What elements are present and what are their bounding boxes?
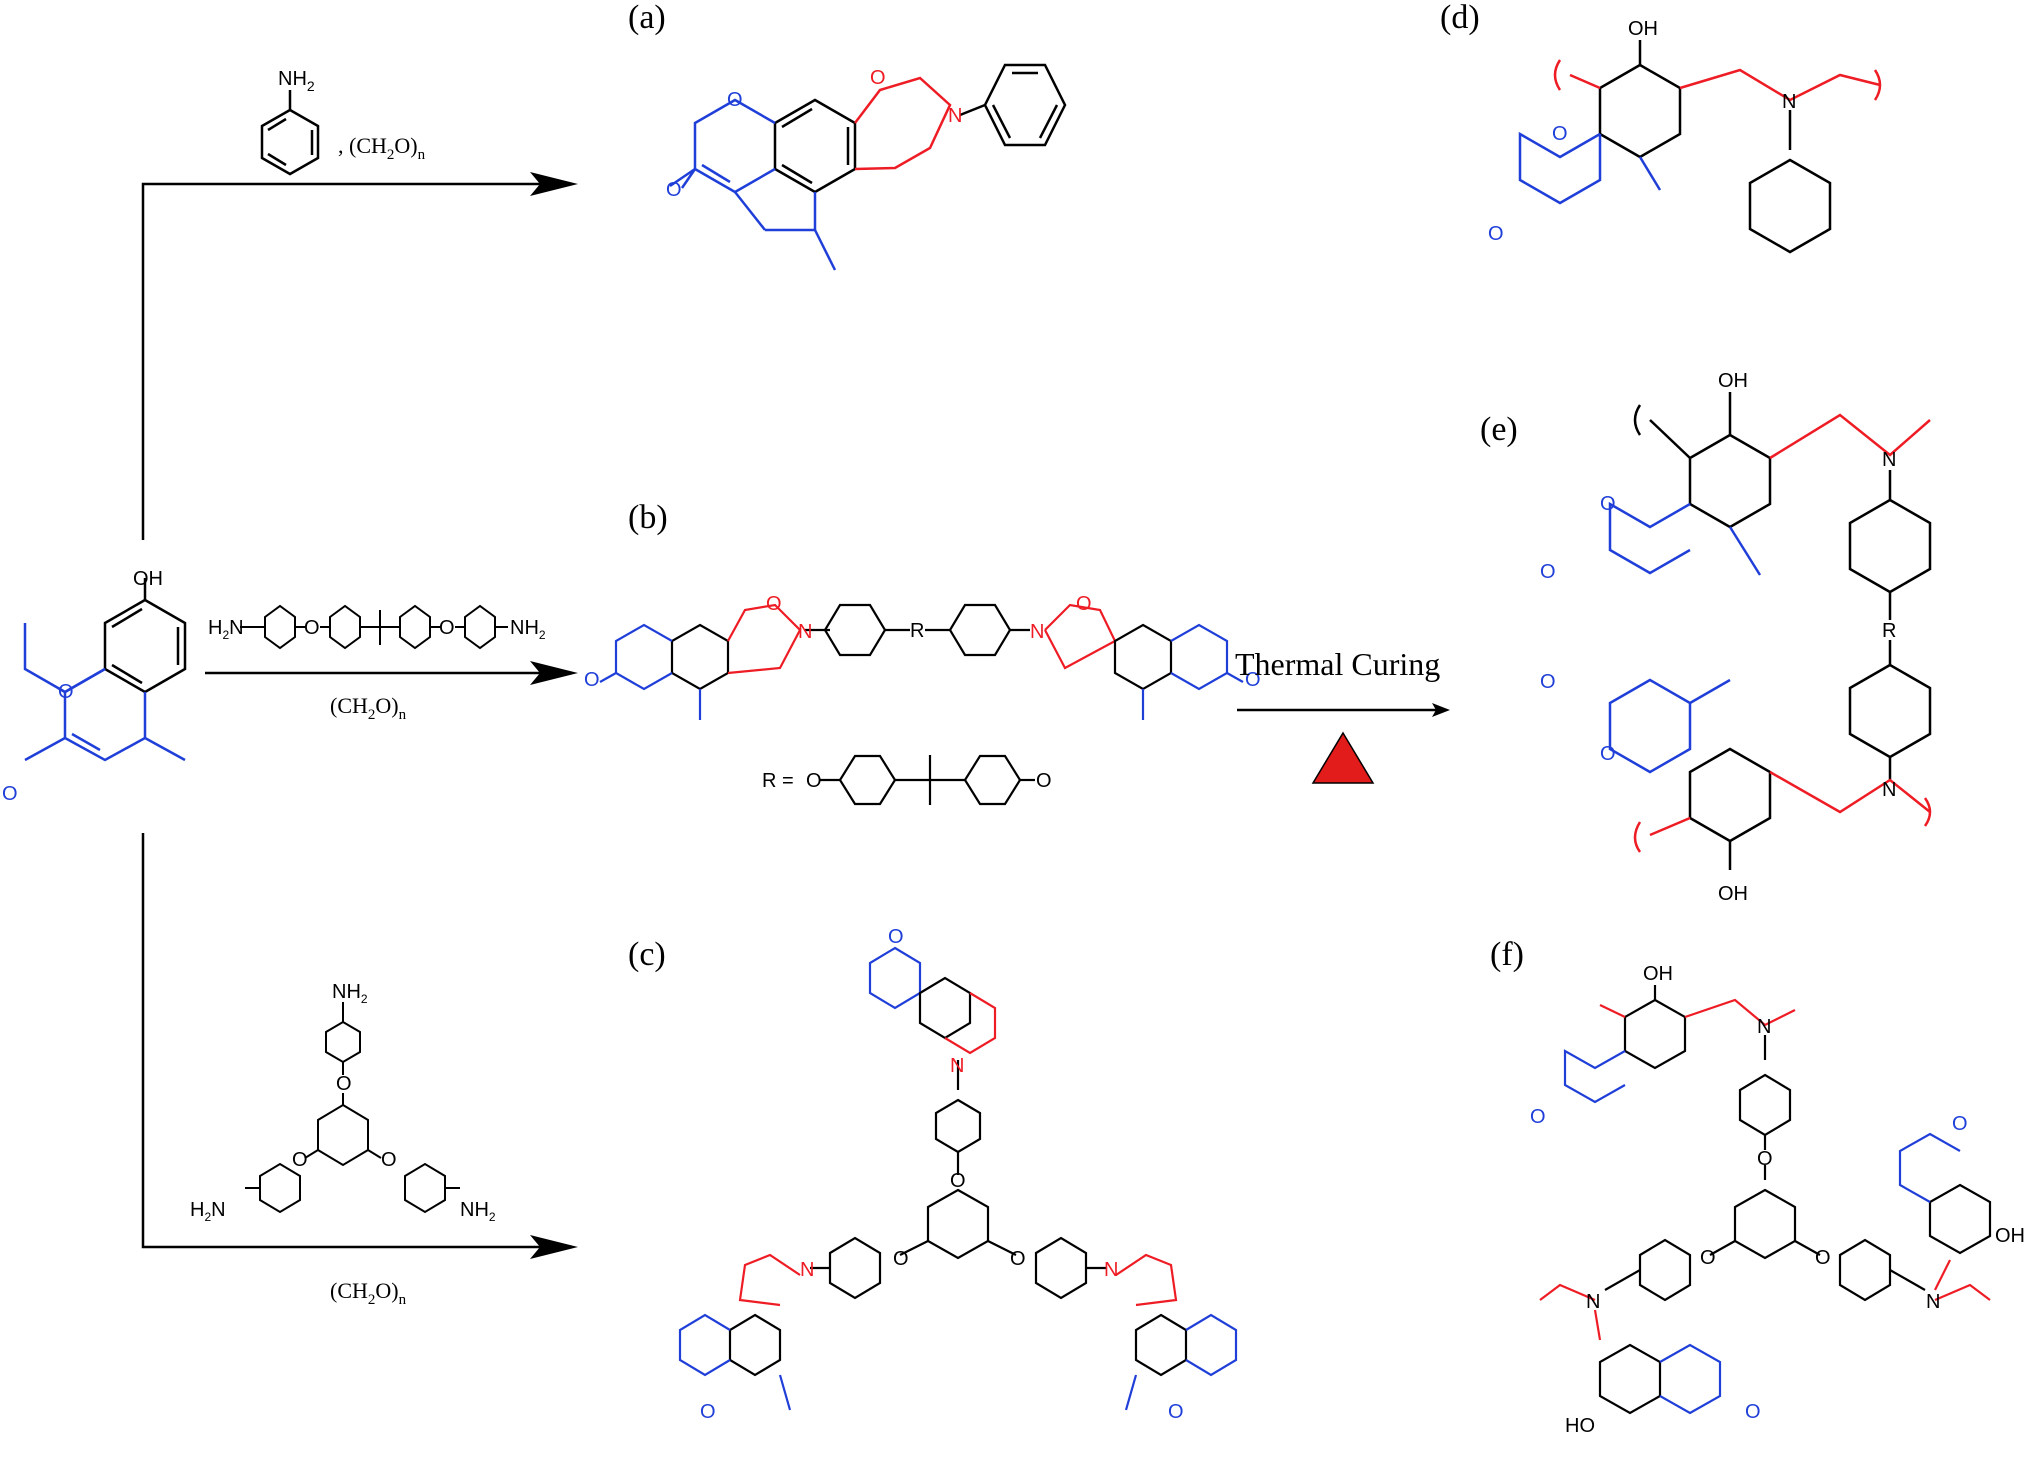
product-c-carbonyl-left: O bbox=[700, 1401, 716, 1423]
r-definition-o-left: O bbox=[806, 770, 822, 792]
polymer-f-n-right: N bbox=[1926, 1291, 1940, 1313]
triamine-nh2-top: NH2 bbox=[332, 981, 368, 1006]
triamine-o-left: O bbox=[292, 1149, 308, 1171]
start-oh-label: OH bbox=[133, 568, 163, 590]
polymer-e-ring-o-bottom: O bbox=[1600, 743, 1616, 765]
product-b-o-left: O bbox=[766, 593, 782, 615]
start-carbonyl-o-label: O bbox=[2, 783, 18, 805]
product-a-structure bbox=[669, 63, 1067, 271]
product-c-carbonyl-right: O bbox=[1168, 1401, 1184, 1423]
triamine-nh2-right: NH2 bbox=[460, 1199, 496, 1224]
product-a-carbonyl-o: O bbox=[666, 179, 682, 201]
polymer-d-ring-o: O bbox=[1552, 123, 1568, 145]
polymer-e-r: R bbox=[1882, 620, 1896, 642]
product-b-structure bbox=[599, 603, 1244, 806]
panel-label-e: (e) bbox=[1480, 411, 1518, 448]
reagent-formaldehyde-top: , (CH2O)n bbox=[338, 133, 426, 163]
polymer-f-carbonyl-right: O bbox=[1952, 1113, 1968, 1135]
arrow-to-a bbox=[141, 182, 540, 540]
product-c-o-core-top: O bbox=[950, 1170, 966, 1192]
arrow-to-c bbox=[141, 833, 540, 1249]
bapp-o2-label: O bbox=[439, 617, 455, 639]
product-c-o-core-right: O bbox=[1010, 1248, 1026, 1270]
product-c-carbonyl-top: O bbox=[888, 926, 904, 948]
polymer-f-carbonyl-top-left: O bbox=[1530, 1106, 1546, 1128]
bapp-o1-label: O bbox=[304, 617, 320, 639]
polymer-f-o-core-right: O bbox=[1815, 1247, 1831, 1269]
start-ring-o-label: O bbox=[58, 681, 74, 703]
bapp-nh2-label: NH2 bbox=[510, 617, 546, 642]
bapp-h2n-label: H2N bbox=[208, 617, 244, 642]
product-b-r: R bbox=[910, 620, 924, 642]
r-definition-label: R = bbox=[762, 770, 794, 792]
triamine-reagent bbox=[245, 1002, 460, 1214]
reagent-formaldehyde-middle: (CH2O)n bbox=[330, 693, 407, 723]
polymer-f-n-top: N bbox=[1757, 1016, 1771, 1038]
starting-coumarin bbox=[23, 578, 187, 762]
polymer-e-n-bottom: N bbox=[1882, 779, 1896, 801]
panel-label-d: (d) bbox=[1440, 0, 1480, 36]
product-a-ring-o: O bbox=[727, 89, 743, 111]
polymer-e-carbonyl-bottom: O bbox=[1540, 671, 1556, 693]
polymer-d-n: N bbox=[1782, 91, 1796, 113]
polymer-f-n-left: N bbox=[1586, 1291, 1600, 1313]
arrow-heads bbox=[530, 172, 1450, 1259]
bapp-diamine-reagent bbox=[240, 604, 508, 650]
polymer-f-ho-bottom: HO bbox=[1565, 1415, 1595, 1437]
polymer-f-o-core-left: O bbox=[1700, 1247, 1716, 1269]
panel-label-a: (a) bbox=[628, 0, 666, 36]
polymer-e-carbonyl-top: O bbox=[1540, 561, 1556, 583]
thermal-curing-label: Thermal Curing bbox=[1235, 646, 1440, 682]
aniline-reagent bbox=[260, 90, 320, 176]
polymer-f-o-core-top: O bbox=[1757, 1148, 1773, 1170]
polymer-e-structure bbox=[1608, 392, 1932, 870]
triamine-o-right: O bbox=[381, 1149, 397, 1171]
triamine-h2n-left: H2N bbox=[190, 1199, 226, 1224]
panel-label-b: (b) bbox=[628, 499, 668, 536]
polymer-e-oh: OH bbox=[1718, 370, 1748, 392]
polymer-f-structure bbox=[1539, 985, 1992, 1415]
product-b-carbonyl-left: O bbox=[584, 669, 600, 691]
aniline-nh2-label: NH2 bbox=[278, 68, 315, 94]
polymer-d-oh: OH bbox=[1628, 18, 1658, 40]
polymer-f-carbonyl-bottom: O bbox=[1745, 1401, 1761, 1423]
product-a-n: N bbox=[948, 105, 962, 127]
reagent-formaldehyde-bottom: (CH2O)n bbox=[330, 1278, 407, 1308]
product-b-n-right: N bbox=[1030, 621, 1044, 643]
product-a-oxazine-o: O bbox=[870, 67, 886, 89]
polymer-f-oh-top: OH bbox=[1643, 963, 1673, 985]
reaction-arrows bbox=[141, 182, 1440, 1249]
product-c-n-left: N bbox=[800, 1259, 814, 1281]
triangle-heat-icon bbox=[1311, 731, 1375, 784]
r-definition-o-right: O bbox=[1036, 770, 1052, 792]
product-c-o-core-left: O bbox=[893, 1248, 909, 1270]
product-b-n-left: N bbox=[798, 621, 812, 643]
polymer-e-ring-o-top: O bbox=[1600, 493, 1616, 515]
polymer-d-structure bbox=[1518, 40, 1882, 254]
product-b-carbonyl-right: O bbox=[1245, 669, 1261, 691]
polymer-d-carbonyl-o: O bbox=[1488, 223, 1504, 245]
product-c-n-right: N bbox=[1104, 1259, 1118, 1281]
polymer-e-n-top: N bbox=[1882, 449, 1896, 471]
polymer-f-oh-right: OH bbox=[1995, 1225, 2025, 1247]
product-c-structure bbox=[678, 946, 1238, 1411]
panel-label-f: (f) bbox=[1490, 936, 1524, 973]
panel-label-c: (c) bbox=[628, 936, 666, 973]
triamine-o-top: O bbox=[336, 1073, 352, 1095]
product-b-o-right: O bbox=[1076, 593, 1092, 615]
product-c-n-top: N bbox=[950, 1055, 964, 1077]
polymer-e-oh-bottom: OH bbox=[1718, 883, 1748, 905]
